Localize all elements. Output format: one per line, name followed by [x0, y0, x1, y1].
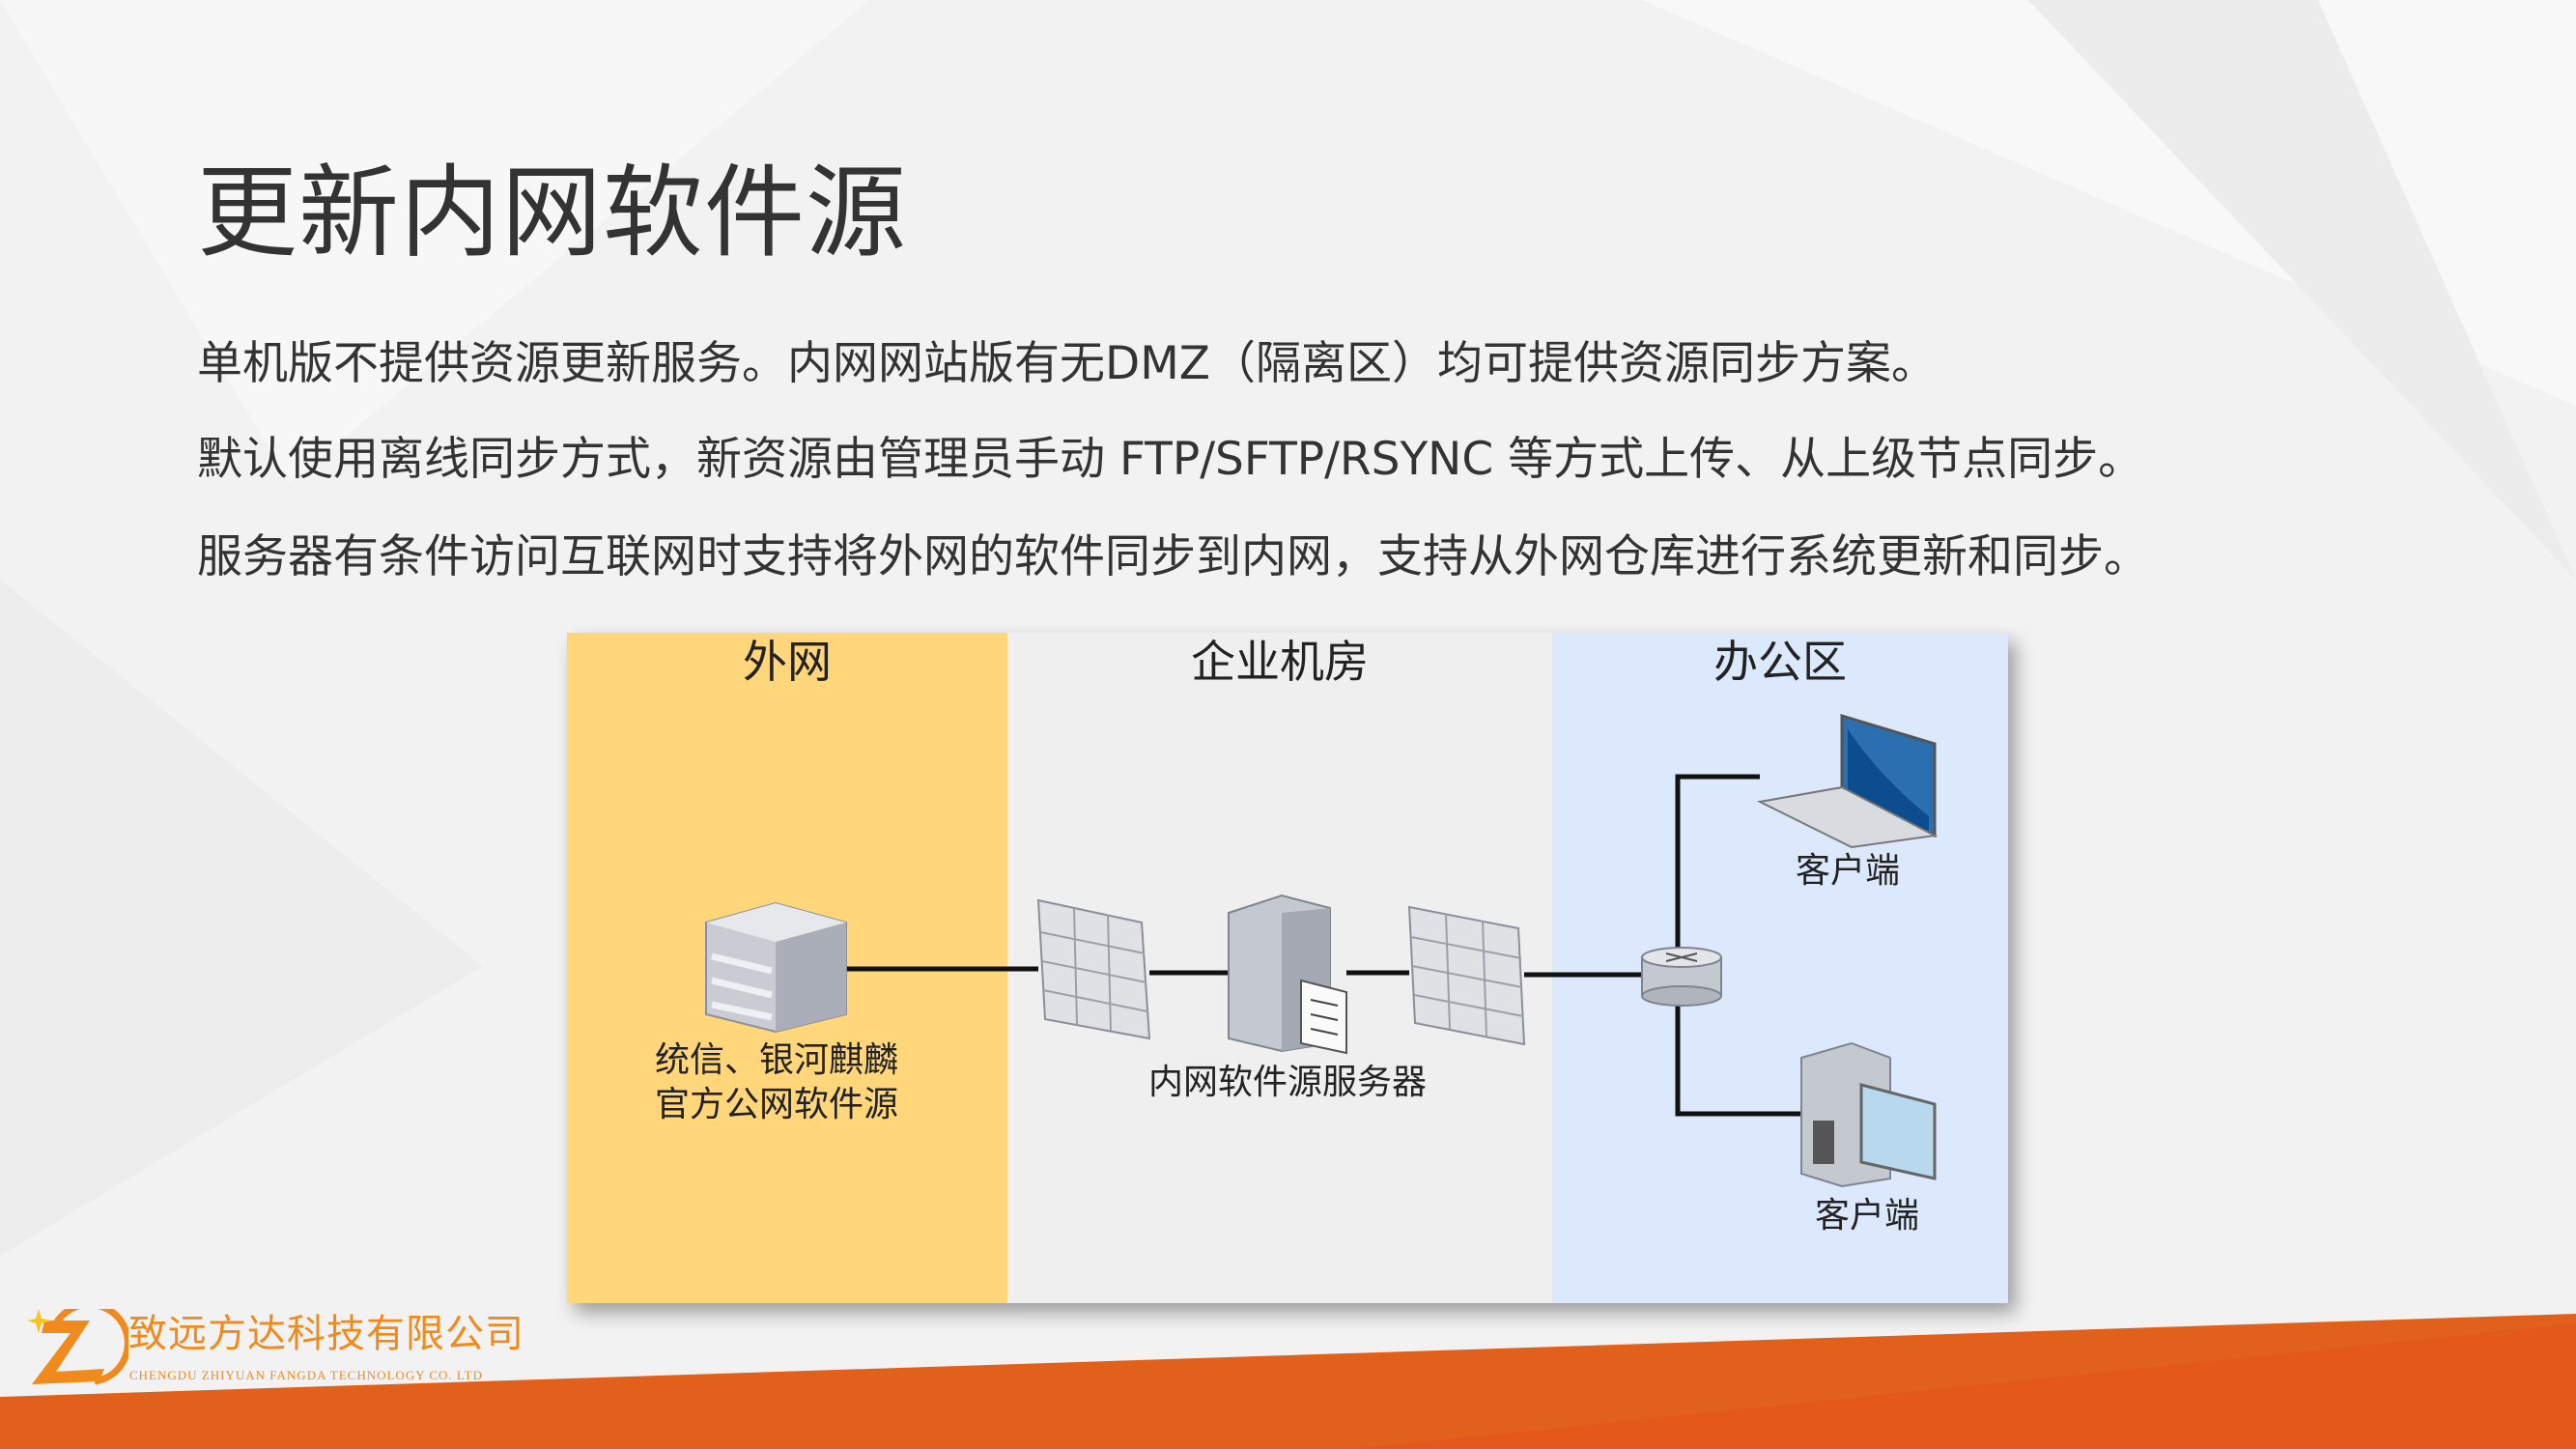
company-name-cn: 致远方达科技有限公司: [128, 1312, 524, 1356]
desktop-client-label: 客户端: [1814, 1196, 1920, 1236]
zone-datacenter-label: 企业机房: [1191, 636, 1369, 688]
paragraph-2: 默认使用离线同步方式，新资源由管理员手动 FTP/SFTP/RSYNC 等方式上…: [197, 433, 2144, 486]
paragraph-1: 单机版不提供资源更新服务。内网网站版有无DMZ（隔离区）均可提供资源同步方案。: [197, 337, 1937, 390]
intranet-server-label: 内网软件源服务器: [1147, 1063, 1428, 1102]
external-source-label-line2: 官方公网软件源: [654, 1085, 899, 1124]
external-server-icon: [705, 901, 847, 1034]
laptop-icon: [1756, 713, 1939, 849]
page-title: 更新内网软件源: [197, 154, 908, 271]
firewall-icon: [1036, 898, 1151, 1040]
diagram-graphics: [705, 713, 1939, 1188]
desktop-icon: [1800, 1041, 1937, 1188]
zone-external-label: 外网: [743, 636, 832, 688]
company-logo-icon: [27, 1309, 128, 1385]
router-icon: [1641, 947, 1722, 1007]
zone-office-label: 办公区: [1713, 636, 1847, 688]
firewall-icon: [1407, 905, 1526, 1046]
external-source-label: 统信、银河麒麟 官方公网软件源: [655, 1040, 898, 1129]
connection-lines: [846, 774, 1803, 1117]
laptop-client-label: 客户端: [1795, 851, 1901, 891]
external-source-label-line1: 统信、银河麒麟: [654, 1040, 899, 1080]
paragraph-3: 服务器有条件访问互联网时支持将外网的软件同步到内网，支持从外网仓库进行系统更新和…: [197, 530, 2149, 583]
company-name-en: CHENGDU ZHIYUAN FANGDA TECHNOLOGY CO. LT…: [129, 1368, 483, 1382]
intranet-server-icon: [1228, 894, 1347, 1055]
network-diagram: 外网 企业机房 办公区: [567, 633, 2008, 1303]
